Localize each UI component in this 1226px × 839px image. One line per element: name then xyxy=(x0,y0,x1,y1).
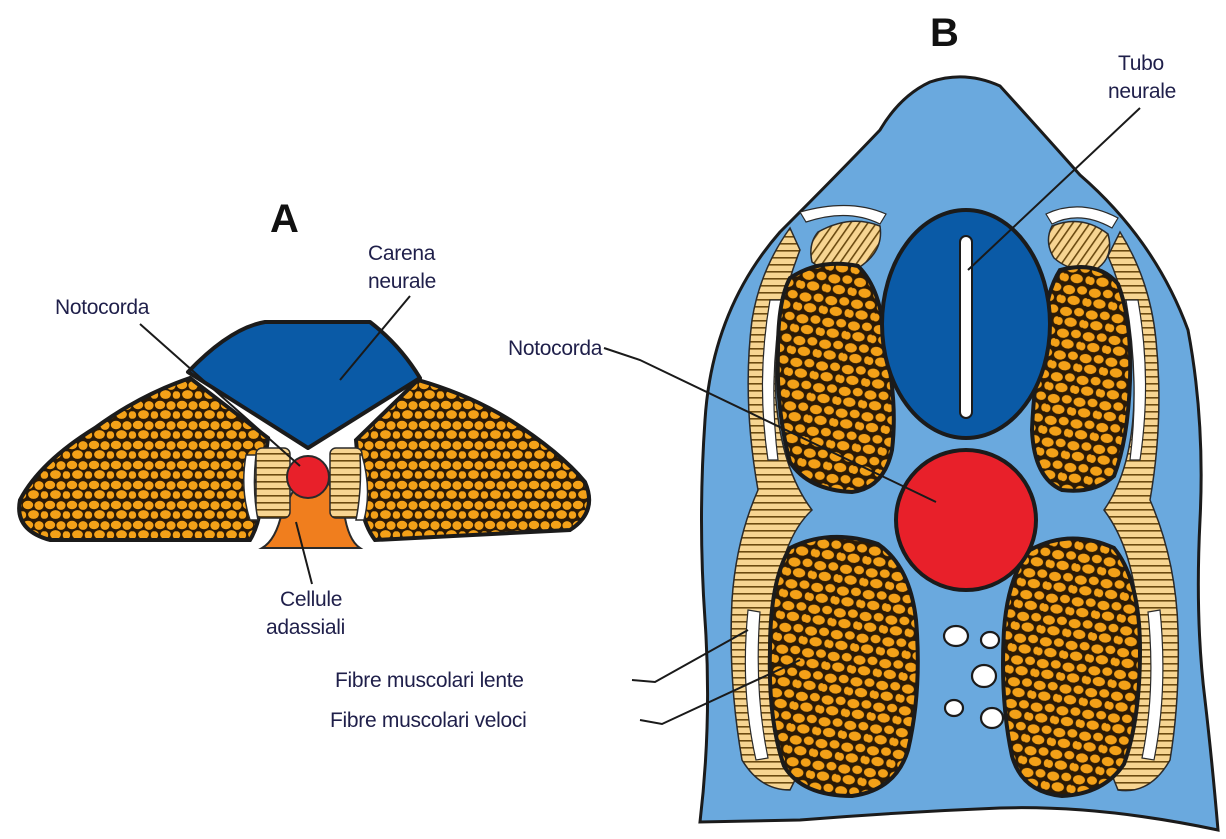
somite-left-a xyxy=(19,378,268,540)
slow-muscle-right-a xyxy=(330,448,362,518)
fast-muscle-upper-left-b xyxy=(778,264,894,492)
slow-muscle-left-a xyxy=(256,448,290,518)
panel-b-letter: B xyxy=(930,11,959,55)
label-carena-line1: Carena xyxy=(368,242,436,265)
notochord-b xyxy=(896,450,1036,590)
panel-a-letter: A xyxy=(270,197,299,241)
label-notocorda-a: Notocorda xyxy=(55,296,150,319)
label-tubo-line2: neurale xyxy=(1108,80,1176,103)
label-tubo-line1: Tubo xyxy=(1118,52,1164,75)
label-cellule-line1: Cellule xyxy=(280,588,342,611)
label-notocorda-b: Notocorda xyxy=(508,337,603,360)
label-fibre-veloci: Fibre muscolari veloci xyxy=(330,709,526,732)
neural-canal xyxy=(960,236,972,418)
notochord-a xyxy=(287,456,329,498)
panel-a: A Notocorda Carena neurale Cellule adass… xyxy=(19,197,589,639)
label-cellule-line2: adassiali xyxy=(266,616,345,639)
fast-muscle-lower-right-b xyxy=(1003,538,1140,796)
fast-muscle-lower-left-b xyxy=(770,537,918,796)
somite-right-a xyxy=(356,380,589,540)
label-carena-line2: neurale xyxy=(368,270,436,293)
label-fibre-lente: Fibre muscolari lente xyxy=(335,669,524,692)
